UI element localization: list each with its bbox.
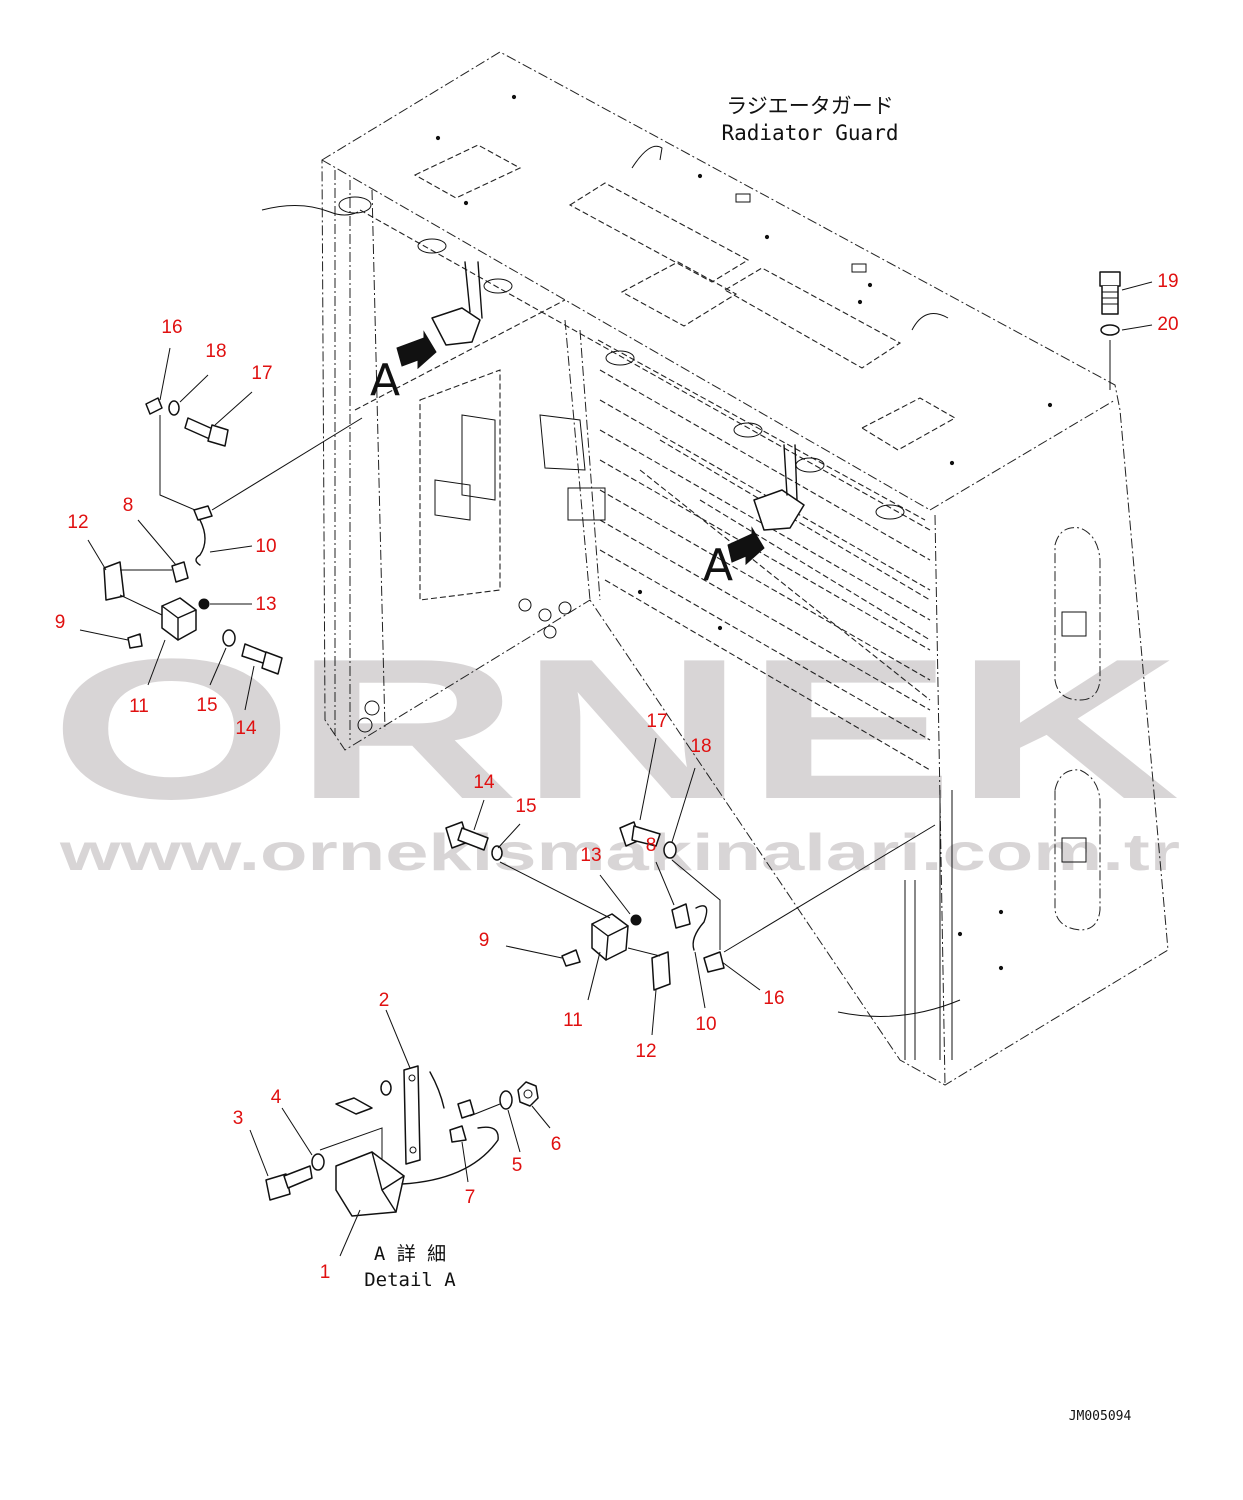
watermark-url: www.ornekismakinalari.com.tr (59, 824, 1180, 882)
callout-16-center: 16 (763, 988, 784, 1009)
view-arrow-a-right: A (703, 526, 765, 591)
view-arrow-label: A (370, 355, 400, 406)
upper-left-lamp (431, 261, 483, 346)
left-assembly (79, 347, 363, 711)
callout-17-center: 17 (646, 711, 667, 732)
watermark-brand: ORNEK (50, 618, 1180, 841)
callout-13-center: 13 (580, 845, 601, 866)
callout-12-center: 12 (635, 1041, 656, 1062)
view-arrow-label: A (703, 540, 733, 591)
title-en: Radiator Guard (721, 121, 898, 145)
callout-7: 7 (465, 1187, 476, 1208)
callout-6: 6 (551, 1134, 562, 1155)
callout-3: 3 (233, 1108, 244, 1129)
callout-10-left: 10 (255, 536, 276, 557)
callout-14-center: 14 (473, 772, 495, 793)
callout-20: 20 (1157, 314, 1178, 335)
callout-15-left: 15 (196, 695, 217, 716)
callout-2: 2 (379, 990, 390, 1011)
watermark: ORNEK www.ornekismakinalari.com.tr (50, 618, 1180, 882)
hardware-dots (435, 94, 1053, 971)
callout-14-left: 14 (235, 718, 257, 739)
callout-9-center: 9 (479, 930, 490, 951)
bolt-19 (1099, 271, 1121, 315)
callout-17-left: 17 (251, 363, 272, 384)
callout-18-center: 18 (690, 736, 711, 757)
callout-13-left: 13 (255, 594, 276, 615)
drawing-code: JM005094 (1069, 1409, 1132, 1424)
detail-a-label-jp: A 詳 細 (374, 1243, 446, 1265)
callout-4: 4 (271, 1087, 282, 1108)
callout-12-left: 12 (67, 512, 88, 533)
upper-right-lamp (753, 444, 805, 531)
callout-8-left: 8 (123, 495, 134, 516)
callout-9-left: 9 (55, 612, 66, 633)
callout-11-left: 11 (129, 696, 149, 717)
washer-20 (1100, 324, 1120, 336)
callout-11-center: 11 (563, 1010, 583, 1031)
callout-1: 1 (320, 1262, 331, 1283)
callout-18-left: 18 (205, 341, 226, 362)
callout-numbers: 16 18 17 8 12 10 13 9 11 15 14 19 20 17 … (55, 271, 1179, 1283)
callout-10-center: 10 (695, 1014, 716, 1035)
callout-8-center: 8 (646, 835, 657, 856)
callout-5: 5 (512, 1155, 523, 1176)
callout-19: 19 (1157, 271, 1178, 292)
callout-15-center: 15 (515, 796, 536, 817)
title-jp: ラジエータガード (726, 94, 894, 118)
detail-a-label-en: Detail A (364, 1269, 456, 1291)
view-arrow-a-left: A (370, 330, 437, 406)
center-assembly (445, 737, 936, 1036)
callout-16-left: 16 (161, 317, 182, 338)
detail-a-assembly (249, 1009, 551, 1257)
